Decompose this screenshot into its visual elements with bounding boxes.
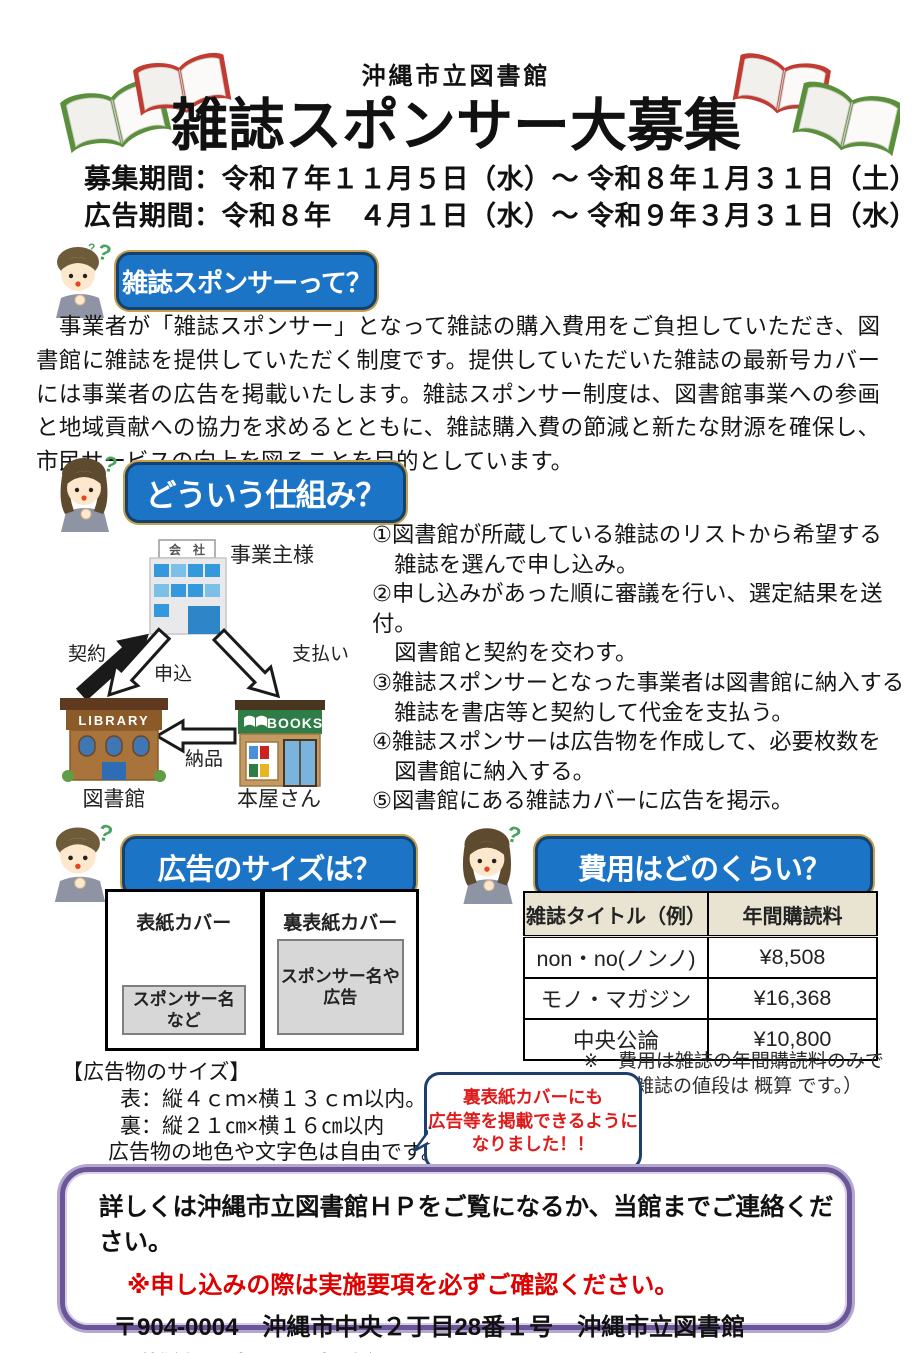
arrow-pay-icon [211, 628, 281, 699]
back-cover-label: 裏表紙カバー [283, 913, 398, 934]
sponsor-scheme-diagram: 会 社 事業主様 契約 申込 支払い 納品 [60, 539, 349, 811]
ad-period: 広告期間：令和８年 ４月１日（水）～ 令和９年３月３１日（水） [84, 201, 912, 231]
question-mark-icon: ? [96, 819, 116, 848]
magazine-title-cell: 中央公論 [523, 1018, 709, 1061]
open-books-right-icon [732, 53, 900, 157]
ad-spec-block: 【広告物のサイズ】 表：縦４ｃｍ×横１３ｃｍ以内。 裏：縦２１㎝×横１６㎝以内 … [62, 1060, 442, 1167]
library-name: 沖縄市立図書館 [361, 63, 551, 90]
back-cover-panel: 裏表紙カバー スポンサー名や 広告 [265, 892, 417, 1048]
step-5: ⑤図書館にある雑誌カバーに広告を掲示。 [372, 788, 794, 814]
cover-size-figure: 表紙カバー スポンサー名 など 裏表紙カバー スポンサー名や 広告 [105, 889, 419, 1051]
arrow-apply-label: 申込 [154, 663, 192, 685]
library-sign: LIBRARY [78, 713, 149, 728]
ad-spec-free: 広告物の地色や文字色は自由です。 [108, 1141, 442, 1165]
arrow-contract-label: 契約 [68, 643, 106, 665]
library-label: 図書館 [83, 788, 146, 811]
annual-fee-cell: ¥16,368 [707, 977, 878, 1020]
thinking-woman-icon: ? [462, 821, 524, 904]
company-building-icon: 会 社 [149, 539, 227, 635]
step-2: ②申し込みがあった順に審議を行い、選定結果を送付。 図書館と契約を交わす。 [372, 581, 883, 666]
ad-spec-front: 表：縦４ｃｍ×横１３ｃｍ以内。 [120, 1087, 427, 1111]
what-body-text: 事業者が「雑誌スポンサー」となって雑誌の購入費用をご負担していただき、図書館に雑… [36, 314, 880, 475]
company-sign: 会 社 [169, 542, 205, 557]
cost-note-2: （雑誌の値段は 概算 です。） [616, 1076, 863, 1097]
table-row: モノ・マガジン ¥16,368 [523, 977, 878, 1020]
ad-spec-back: 裏：縦２１㎝×横１６㎝以内 [120, 1114, 385, 1138]
contact-line-tel-fax: （雑誌スポンサー担当）TEL：929-4919 FAX：923-0312 [99, 1347, 847, 1353]
col-annual-fee: 年間購読料 [707, 891, 878, 938]
thinking-man-icon: ? ? [56, 239, 114, 318]
ad-spec-heading: 【広告物のサイズ】 [62, 1061, 251, 1084]
open-book-green-icon [792, 81, 900, 157]
arrow-apply-icon [107, 627, 172, 698]
company-label: 事業主様 [230, 544, 314, 567]
section-badge-how: どういう仕組み？ [125, 462, 406, 523]
thinking-man-icon: ? [54, 819, 116, 902]
news-speech-bubble: 裏表紙カバーにも 広告等を掲載できるように なりました！！ [412, 1072, 642, 1171]
open-book-red-icon [133, 52, 232, 116]
panel-divider [259, 892, 265, 1048]
contact-line-address: 〒904-0004 沖縄市中央２丁目28番１号 沖縄市立図書館 [113, 1314, 746, 1341]
contact-box: 詳しくは沖縄市立図書館ＨＰをご覧になるか、当館までご連絡ください。 ※申し込みの… [60, 1167, 852, 1341]
step-4: ④雑誌スポンサーは広告物を作成して、必要枚数を 図書館に納入する。 [372, 729, 881, 784]
arrow-pay-label: 支払い [292, 643, 349, 665]
table-row: non・no(ノンノ) ¥8,508 [523, 935, 878, 979]
section-badge-cost: 費用はどのくらい？ [535, 836, 873, 897]
question-mark-icon: ? [95, 239, 114, 267]
front-cover-ad-area: スポンサー名 など [122, 985, 246, 1035]
table-header-row: 雑誌タイトル（例） 年間購読料 [523, 891, 878, 938]
library-building-icon: LIBRARY [60, 698, 168, 782]
col-magazine-title: 雑誌タイトル（例） [523, 891, 709, 938]
section-badge-what: 雑誌スポンサーって？ [116, 252, 377, 310]
contact-line-warning: ※申し込みの際は実施要項を必ずご確認ください。 [127, 1272, 679, 1299]
arrow-deliver-label: 納品 [185, 748, 223, 770]
thinking-woman-icon: ? [60, 451, 120, 532]
speech-bubble-tail [412, 1127, 432, 1153]
open-books-left-icon [60, 52, 232, 154]
arrow-deliver-icon [153, 718, 237, 754]
front-cover-label: 表紙カバー [136, 913, 232, 934]
contact-line-hp: 詳しくは沖縄市立図書館ＨＰをご覧になるか、当館までご連絡ください。 [99, 1194, 834, 1256]
table-row: 中央公論 ¥10,800 [523, 1018, 878, 1061]
front-cover-panel: 表紙カバー スポンサー名 など [108, 892, 260, 1048]
annual-fee-cell: ¥10,800 [707, 1018, 878, 1061]
page-title: 雑誌スポンサー大募集 [171, 94, 741, 158]
bookstore-label: 本屋さん [237, 788, 321, 811]
bookstore-icon: BOOKS [235, 700, 325, 787]
question-mark-icon: ? [88, 241, 95, 255]
subscription-cost-table: 雑誌タイトル（例） 年間購読料 non・no(ノンノ) ¥8,508 モノ・マガ… [523, 891, 878, 1061]
period-block: 募集期間：令和７年１１月５日（水）～ 令和８年１月３１日（土） 広告期間：令和８… [84, 161, 912, 235]
section-badge-size: 広告のサイズは？ [122, 836, 416, 897]
bookstore-sign: BOOKS [267, 715, 323, 731]
step-3: ③雑誌スポンサーとなった事業者は図書館に納入する 雑誌を書店等と契約して代金を支… [372, 669, 905, 725]
back-cover-ad-area: スポンサー名や 広告 [276, 939, 404, 1035]
news-bubble-text: 裏表紙カバーにも 広告等を掲載できるように なりました！！ [428, 1087, 638, 1155]
recruit-period: 募集期間：令和７年１１月５日（水）～ 令和８年１月３１日（土） [84, 164, 912, 194]
annual-fee-cell: ¥8,508 [707, 935, 878, 979]
magazine-title-cell: non・no(ノンノ) [523, 935, 709, 979]
magazine-title-cell: モノ・マガジン [523, 977, 709, 1020]
step-1: ①図書館が所蔵している雑誌のリストから希望する 雑誌を選んで申し込み。 [372, 522, 882, 577]
how-steps-list: ①図書館が所蔵している雑誌のリストから希望する 雑誌を選んで申し込み。 ②申し込… [372, 520, 908, 816]
